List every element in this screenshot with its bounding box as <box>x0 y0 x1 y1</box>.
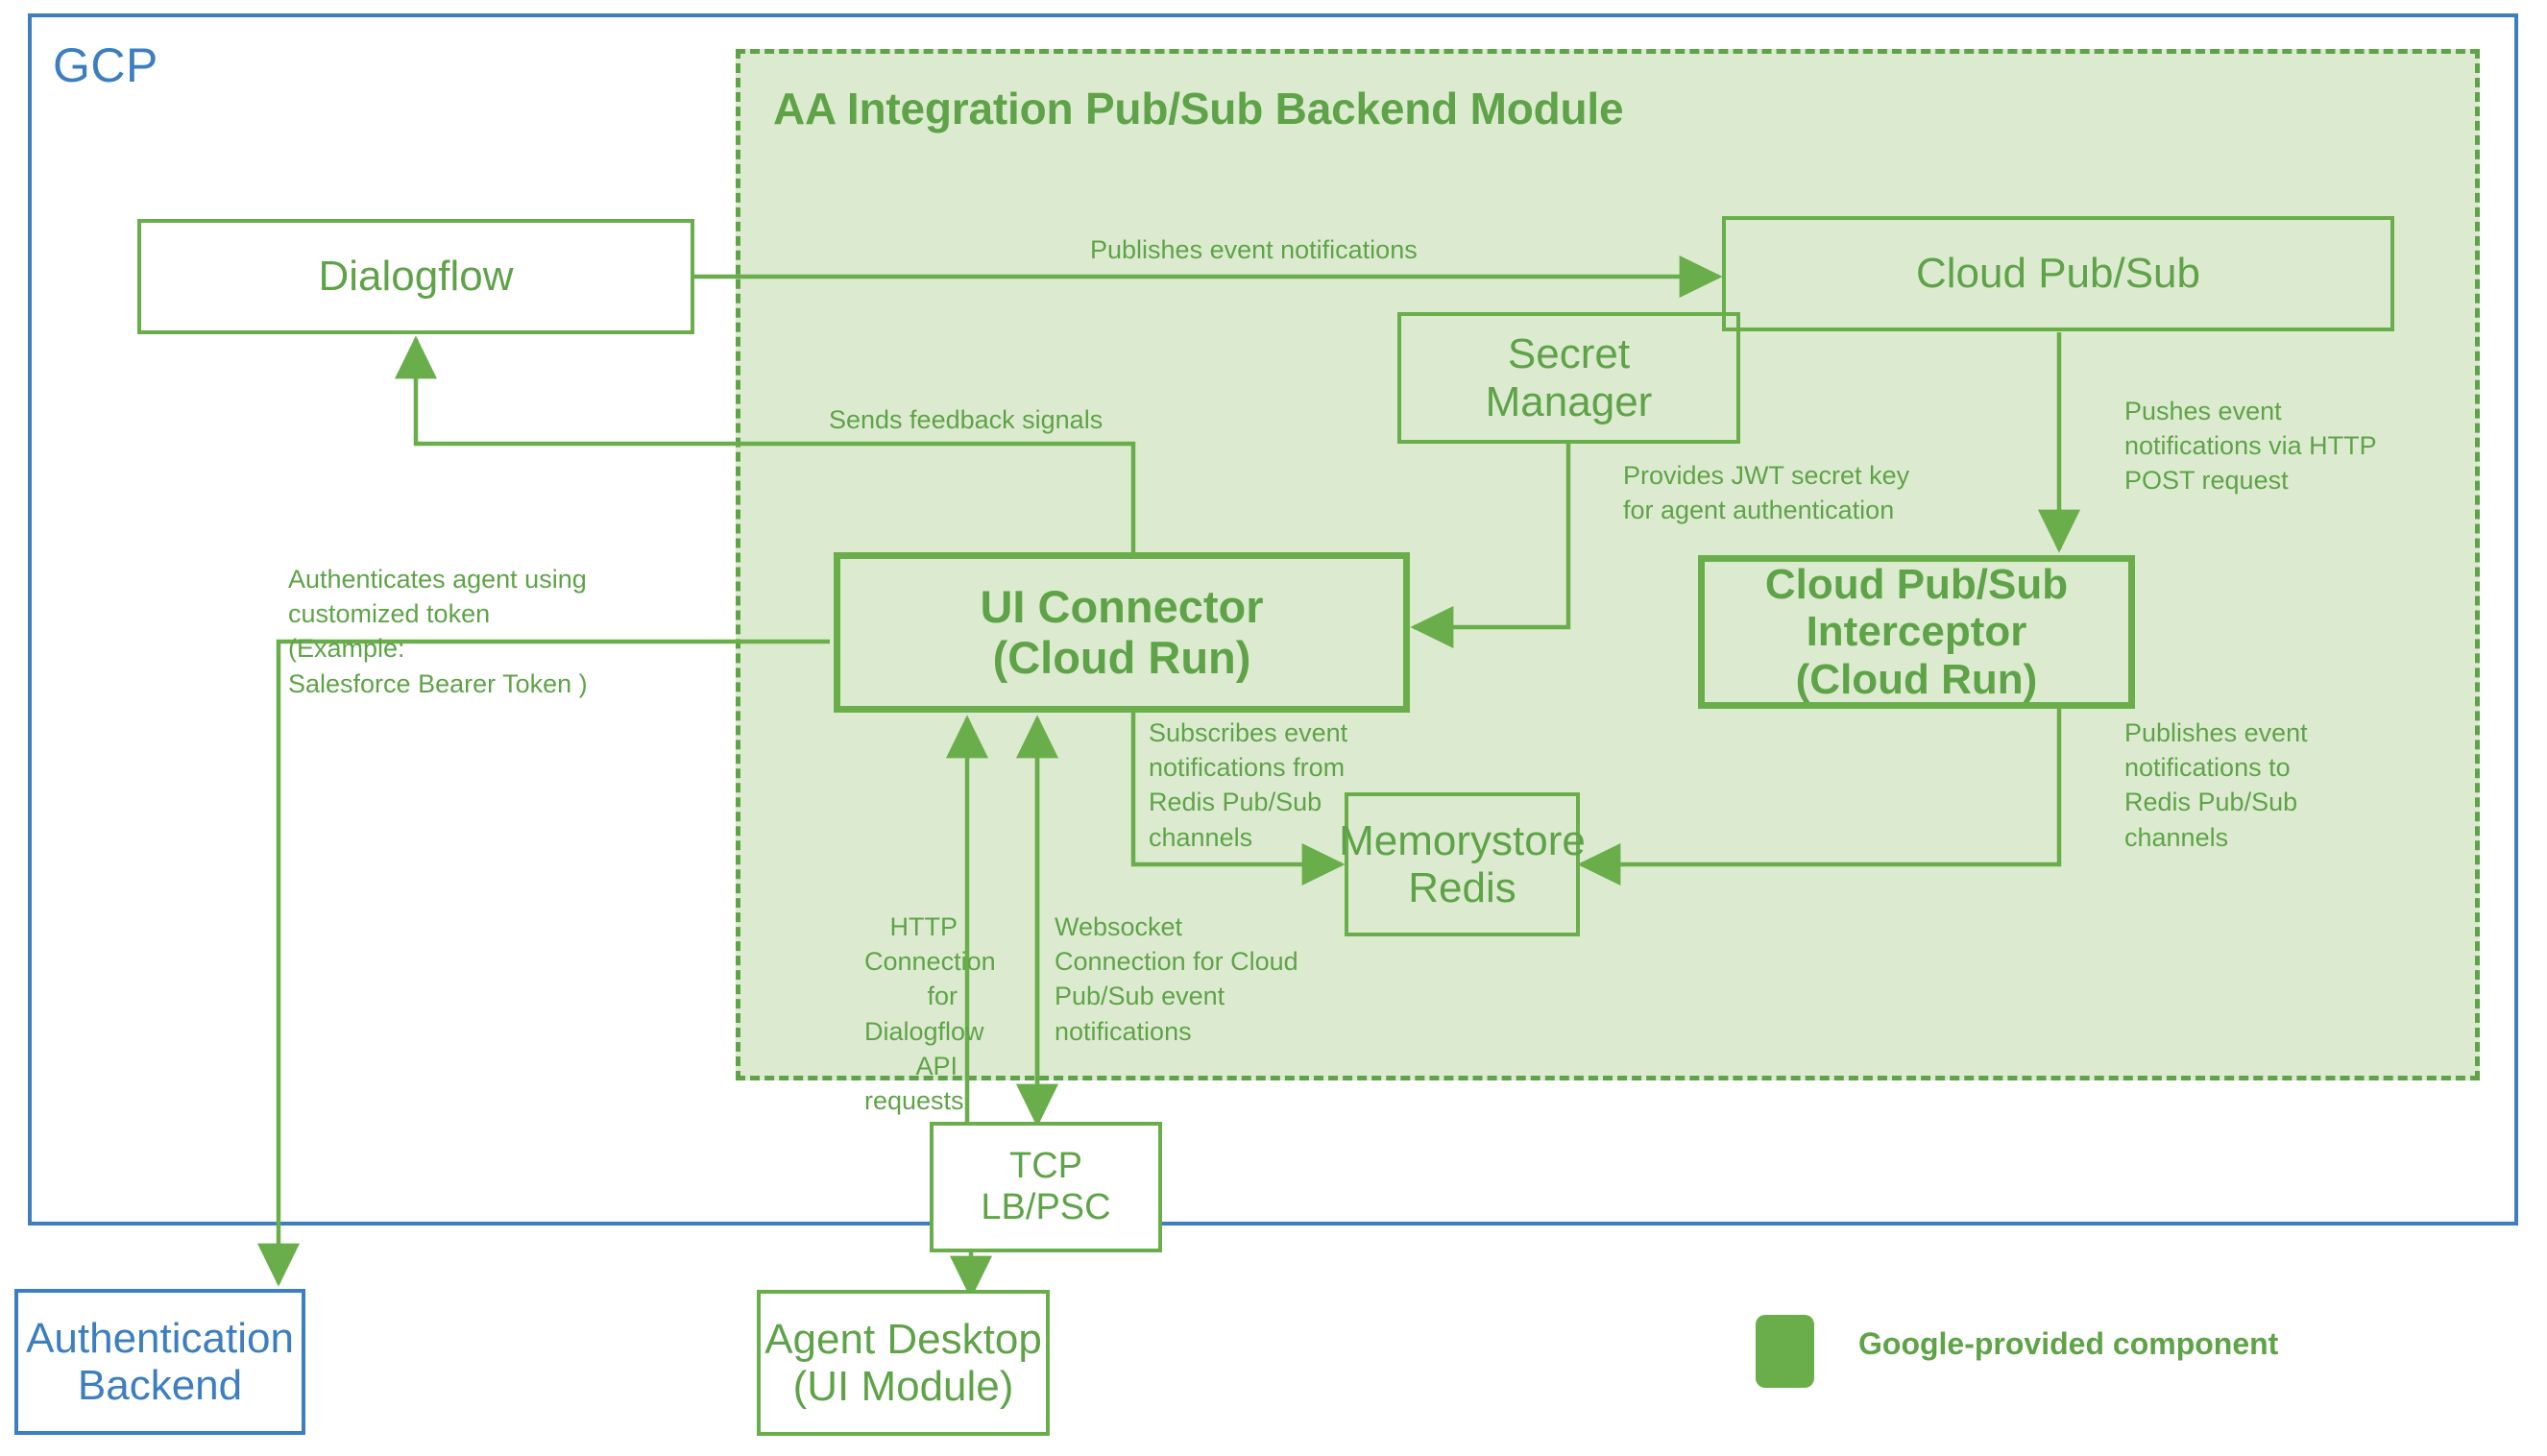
edge-label-authenticates-agent: Authenticates agent using customized tok… <box>288 565 588 698</box>
node-secret-manager-label: Secret Manager <box>1485 330 1653 425</box>
node-tcp-lb-psc-label: TCP LB/PSC <box>981 1146 1111 1227</box>
node-cloud-pubsub-label: Cloud Pub/Sub <box>1916 250 2200 298</box>
node-memorystore-redis-label: Memorystore Redis <box>1339 816 1586 911</box>
edge-label-pushes-event-http-post: Pushes event notifications via HTTP POST… <box>2124 397 2377 496</box>
edge-label-websocket-connection: Websocket Connection for Cloud Pub/Sub e… <box>1055 912 1298 1046</box>
node-dialogflow-label: Dialogflow <box>318 253 514 301</box>
gcp-label: GCP <box>53 38 158 92</box>
legend-color-swatch <box>1756 1315 1814 1388</box>
edge-label-publishes-event-notifications: Publishes event notifications <box>1090 235 1418 264</box>
node-tcp-lb-psc[interactable]: TCP LB/PSC <box>930 1122 1162 1252</box>
node-agent-desktop[interactable]: Agent Desktop (UI Module) <box>757 1290 1050 1436</box>
node-agent-desktop-label: Agent Desktop (UI Module) <box>764 1315 1042 1410</box>
node-ui-connector[interactable]: UI Connector (Cloud Run) <box>834 552 1410 713</box>
node-pubsub-interceptor-label: Cloud Pub/Sub Interceptor (Cloud Run) <box>1764 561 2069 703</box>
legend-label: Google-provided component <box>1858 1326 2279 1361</box>
node-secret-manager[interactable]: Secret Manager <box>1397 312 1740 444</box>
edge-label-sends-feedback-signals: Sends feedback signals <box>829 405 1104 434</box>
module-title: AA Integration Pub/Sub Backend Module <box>773 84 1624 133</box>
edge-label-subscribes-event-redis: Subscribes event notifications from Redi… <box>1149 718 1348 852</box>
edge-label-http-connection: HTTP Connection for Dialogflow API reque… <box>864 912 996 1115</box>
edge-label-provides-jwt-secret-key: Provides JWT secret key for agent authen… <box>1623 461 1910 525</box>
node-ui-connector-label: UI Connector (Cloud Run) <box>980 580 1264 683</box>
node-cloud-pubsub[interactable]: Cloud Pub/Sub <box>1722 216 2394 331</box>
gcp-boundary <box>28 13 2518 1225</box>
node-dialogflow[interactable]: Dialogflow <box>137 219 694 334</box>
node-pubsub-interceptor[interactable]: Cloud Pub/Sub Interceptor (Cloud Run) <box>1698 555 2135 709</box>
node-memorystore-redis[interactable]: Memorystore Redis <box>1339 792 1586 936</box>
node-authentication-backend[interactable]: Authentication Backend <box>14 1289 305 1435</box>
aa-integration-module-boundary <box>736 49 2480 1080</box>
edge-label-publishes-event-redis: Publishes event notifications to Redis P… <box>2124 718 2308 852</box>
node-authentication-backend-label: Authentication Backend <box>26 1314 294 1409</box>
